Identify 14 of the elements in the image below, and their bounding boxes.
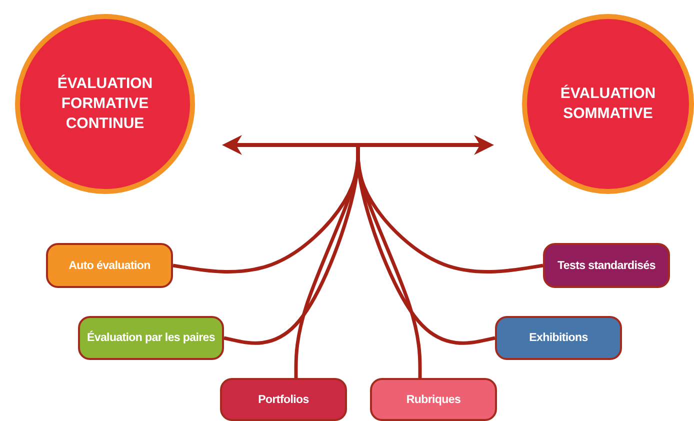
method-box	[370, 378, 497, 421]
node-label: Auto évaluation	[68, 260, 150, 272]
node-label: Rubriques	[406, 394, 461, 406]
method-box	[543, 243, 670, 288]
node-label: Tests standardisés	[558, 260, 656, 272]
method-box	[46, 243, 173, 288]
method-box	[495, 316, 622, 360]
method-box	[78, 316, 224, 360]
node-label: Portfolios	[258, 394, 309, 406]
node-label: Évaluation par les paires	[86, 332, 215, 344]
node-label: ÉVALUATION FORMATIVE CONTINUE	[56, 74, 154, 134]
node-label: Exhibitions	[529, 332, 588, 344]
method-box	[220, 378, 347, 421]
node-label: ÉVALUATION SOMMATIVE	[559, 84, 657, 124]
